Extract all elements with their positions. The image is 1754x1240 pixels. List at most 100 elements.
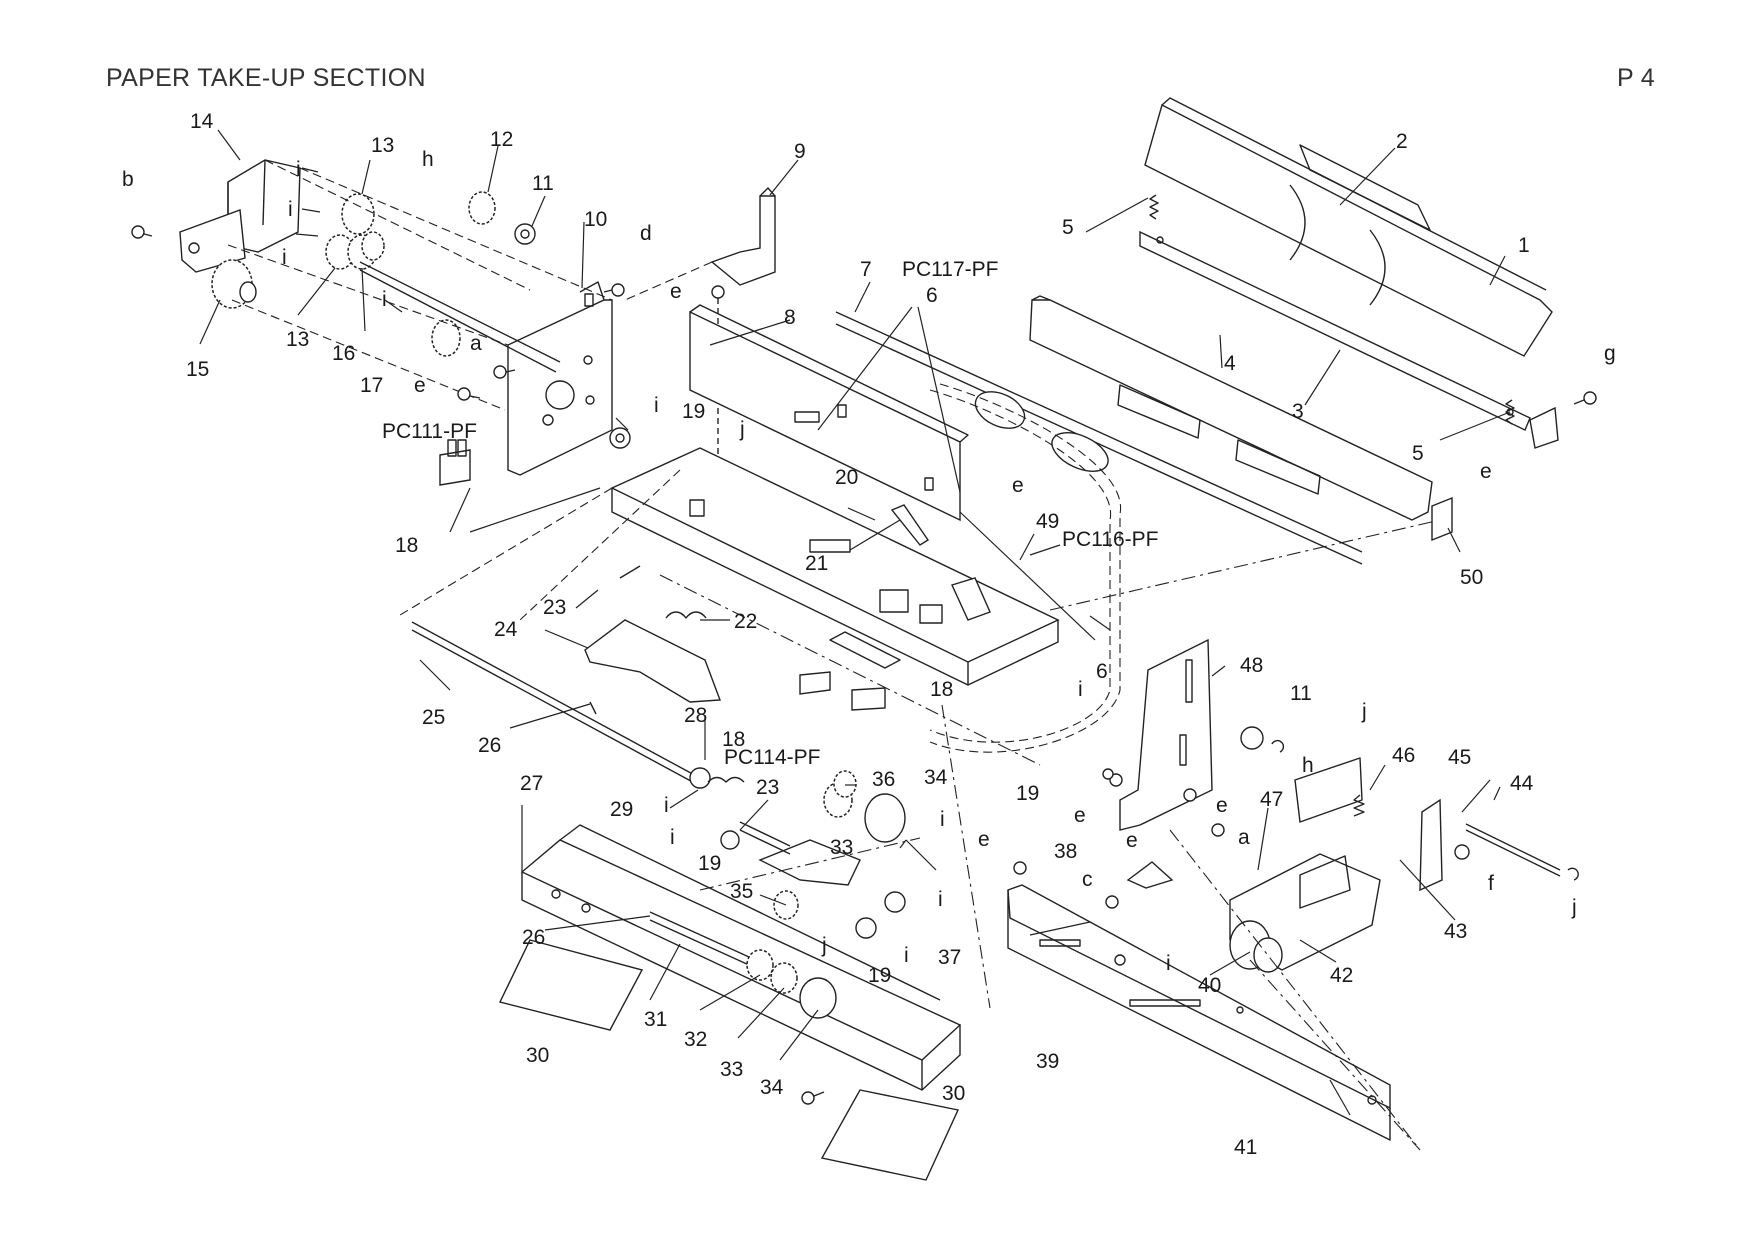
letter-e8: e — [978, 828, 990, 851]
letter-e6: e — [1216, 794, 1228, 817]
callout-22: 22 — [734, 610, 757, 633]
callout-15: 15 — [186, 358, 209, 381]
callout-13b: 13 — [286, 328, 309, 351]
upper-paper-guide — [1139, 97, 1597, 449]
callout-23b: 23 — [756, 776, 779, 799]
letter-e2: e — [414, 374, 426, 397]
lower-pickup-assembly — [498, 704, 991, 1181]
letter-g: g — [1604, 342, 1616, 365]
letter-i7: i — [664, 794, 669, 817]
letter-j3: j — [1361, 700, 1367, 723]
sensor-label-pc117: PC117-PF — [902, 258, 998, 281]
letter-e3: e — [1012, 474, 1024, 497]
callout-32: 32 — [684, 1028, 707, 1051]
callout-10: 10 — [584, 208, 607, 231]
letter-i2: i — [288, 198, 293, 221]
letter-b: b — [122, 168, 134, 191]
callout-3: 3 — [1292, 400, 1304, 423]
lower-right-rail — [1007, 861, 1391, 1141]
callout-12: 12 — [490, 128, 513, 151]
callout-30: 30 — [526, 1044, 549, 1067]
callout-25: 25 — [422, 706, 445, 729]
callout-13: 13 — [371, 134, 394, 157]
letter-h2: h — [1302, 754, 1314, 777]
letter-d: d — [640, 222, 652, 245]
callout-14: 14 — [190, 110, 214, 133]
callout-5: 5 — [1062, 216, 1074, 239]
callout-7: 7 — [860, 258, 872, 281]
callout-16: 16 — [332, 342, 355, 365]
letter-i4: i — [382, 288, 387, 311]
letter-i5: i — [654, 394, 659, 417]
callout-40: 40 — [1198, 974, 1221, 997]
callout-37: 37 — [938, 946, 961, 969]
callout-34: 34 — [924, 766, 948, 789]
letter-i1: i — [296, 158, 301, 181]
callout-11: 11 — [532, 172, 554, 195]
callout-35: 35 — [730, 880, 753, 903]
callout-48: 48 — [1240, 654, 1263, 677]
letter-i12: i — [1166, 952, 1171, 975]
callout-numbers: 1 2 3 4 5 5 6 6 7 8 9 10 11 11 12 13 13 … — [186, 110, 1534, 1159]
drive-bracket-assembly — [131, 159, 631, 486]
letter-c: c — [1082, 868, 1093, 891]
sensor-label-pc114: PC114-PF — [724, 746, 820, 769]
callout-39: 39 — [1036, 1050, 1059, 1073]
callout-23: 23 — [543, 596, 566, 619]
callout-50: 50 — [1460, 566, 1483, 589]
callout-31: 31 — [644, 1008, 667, 1031]
callout-5b: 5 — [1412, 442, 1424, 465]
sensor-label-pc111: PC111-PF — [382, 420, 477, 443]
callout-26: 26 — [478, 734, 501, 757]
callout-19: 19 — [682, 400, 705, 423]
middle-linkage — [411, 504, 991, 787]
callout-29: 29 — [610, 798, 633, 821]
callout-24: 24 — [494, 618, 518, 641]
callout-21: 21 — [805, 552, 828, 575]
letter-i11: i — [904, 944, 909, 967]
main-frame — [399, 304, 1060, 711]
letter-i6: i — [1078, 678, 1083, 701]
callout-11b: 11 — [1290, 682, 1312, 705]
letter-j1: j — [739, 418, 745, 441]
callout-33: 33 — [830, 836, 853, 859]
callout-18b: 18 — [930, 678, 953, 701]
letter-a: a — [470, 332, 482, 355]
callout-30b: 30 — [942, 1082, 965, 1105]
callout-4: 4 — [1224, 352, 1236, 375]
callout-19b: 19 — [1016, 782, 1039, 805]
letter-e1: e — [670, 280, 682, 303]
letter-f: f — [1488, 872, 1494, 895]
sensor-label-pc116: PC116-PF — [1062, 528, 1158, 551]
callout-34b: 34 — [760, 1076, 784, 1099]
sensor-labels: PC117-PF PC111-PF PC116-PF PC114-PF — [382, 258, 1158, 769]
callout-18c: 18 — [722, 728, 745, 751]
page-number: P 4 — [1617, 64, 1655, 92]
callout-2: 2 — [1396, 130, 1408, 153]
callout-1: 1 — [1518, 234, 1530, 257]
callout-41: 41 — [1234, 1136, 1257, 1159]
callout-26b: 26 — [522, 926, 545, 949]
callout-19c: 19 — [698, 852, 721, 875]
fastener-letters: a a b c d e e e e e e e e f g h h i i i … — [122, 148, 1616, 975]
callout-36: 36 — [872, 768, 895, 791]
callout-42: 42 — [1330, 964, 1353, 987]
letter-j4: j — [1571, 896, 1577, 919]
letter-i10: i — [938, 888, 943, 911]
callout-45: 45 — [1448, 746, 1471, 769]
callout-6: 6 — [926, 284, 938, 307]
callout-49: 49 — [1036, 510, 1059, 533]
leader-lines — [199, 129, 1511, 1116]
letter-e5: e — [1074, 804, 1086, 827]
callout-27: 27 — [520, 772, 543, 795]
callout-28: 28 — [684, 704, 707, 727]
callout-47: 47 — [1260, 788, 1283, 811]
callout-17: 17 — [360, 374, 383, 397]
letter-e7: e — [1126, 829, 1138, 852]
separation-assembly — [1169, 757, 1579, 1151]
letter-j2: j — [821, 934, 827, 957]
paper-guide-and-roller — [659, 295, 1453, 766]
letter-e4: e — [1480, 460, 1492, 483]
